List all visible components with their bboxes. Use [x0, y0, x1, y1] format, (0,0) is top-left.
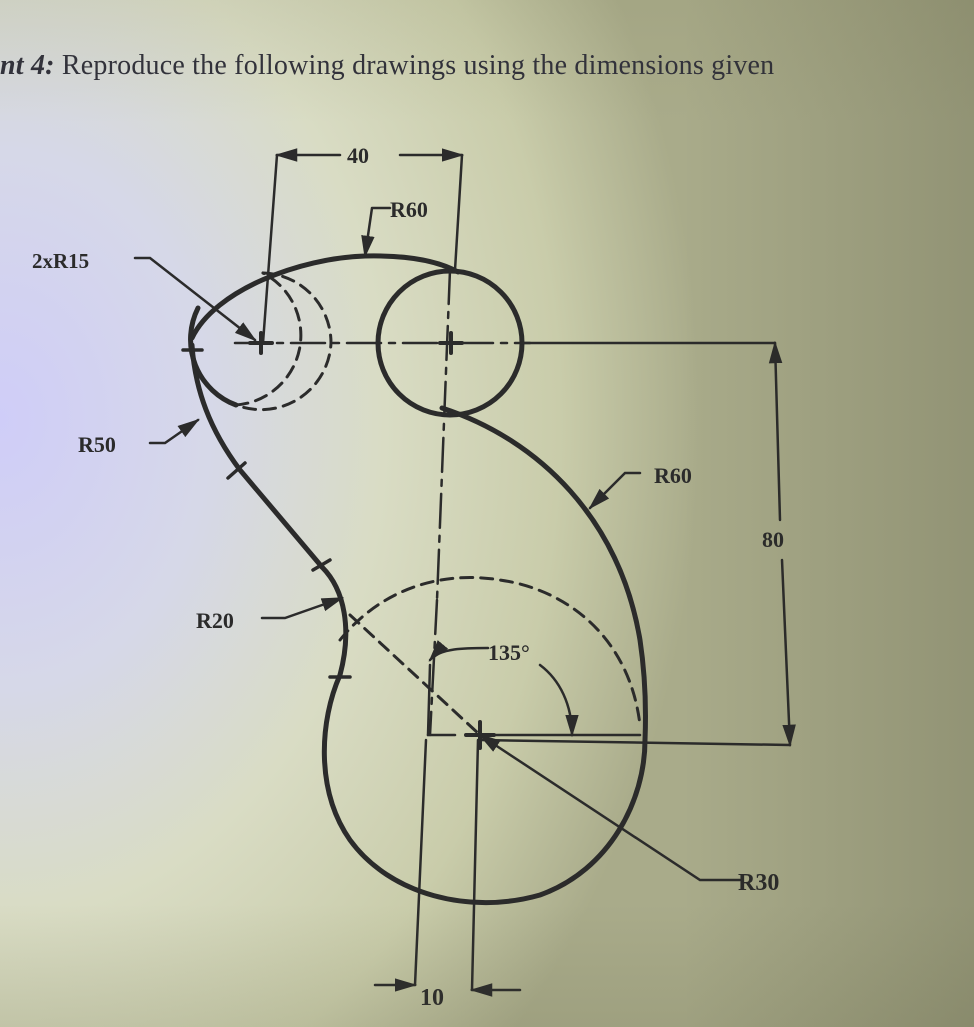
center-lines: [233, 268, 532, 737]
dim-label-top-r60: R60: [390, 197, 428, 222]
construction-lines: [234, 271, 642, 737]
dim-label-40: 40: [347, 143, 369, 168]
dim-label-r30: R30: [738, 870, 779, 896]
dimension-lines: [133, 148, 796, 997]
dim-label-10: 10: [420, 985, 444, 1011]
dim-label-r50: R50: [78, 432, 116, 457]
top-arc-r60: [189, 253, 461, 341]
tangent-ticks: [181, 348, 352, 679]
dim-label-135: 135°: [488, 640, 530, 665]
dim-label-80: 80: [762, 527, 784, 552]
angle-construction-line: [348, 613, 482, 737]
exercise-heading: nt 4: Reproduce the following drawings u…: [0, 50, 774, 82]
fillet-r20: [319, 564, 349, 678]
left-small-circle-dashed: [234, 271, 303, 407]
big-construction-arc: [338, 576, 642, 727]
dim-label-right-r60: R60: [654, 463, 692, 488]
center-marks: [248, 331, 496, 750]
left-arc-r50: [189, 342, 325, 570]
exercise-instruction: Reproduce the following drawings using t…: [61, 50, 775, 81]
right-arc-r60: [439, 405, 648, 743]
part-outline: [188, 253, 648, 906]
big-circle-r30: [321, 672, 648, 906]
dim-label-r20: R20: [196, 608, 234, 633]
dim-label-2xr15: 2xR15: [32, 249, 89, 273]
exercise-number: nt 4:: [0, 50, 55, 81]
